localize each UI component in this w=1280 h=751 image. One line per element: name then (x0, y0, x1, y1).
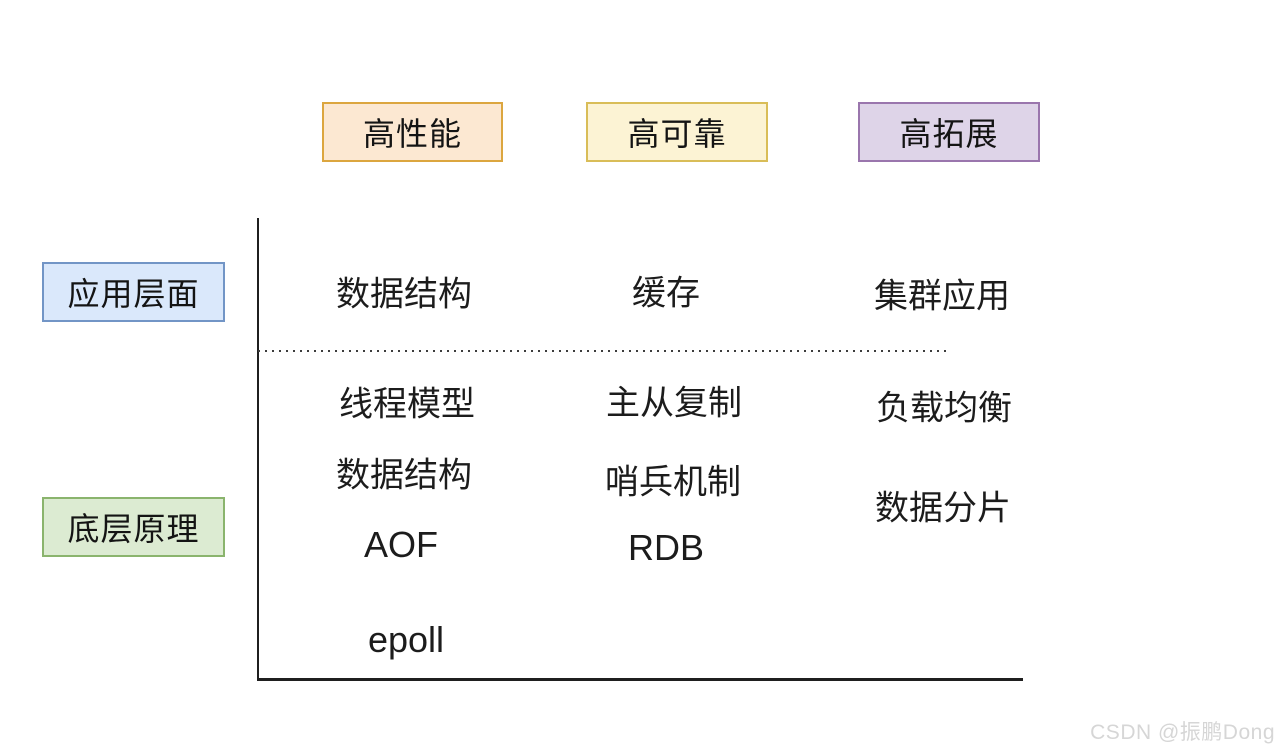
cell-app-cache: 缓存 (632, 274, 700, 313)
column-tag-label: 高拓展 (899, 116, 999, 152)
cell-app-data-structure: 数据结构 (336, 275, 472, 314)
cell-thread-model: 线程模型 (339, 385, 475, 424)
column-tag-high-performance: 高性能 (322, 102, 503, 162)
layer-divider-dotted-line (258, 350, 950, 352)
cell-sentinel-mechanism: 哨兵机制 (605, 463, 741, 502)
cell-epoll: epoll (367, 619, 445, 660)
cell-data-structure: 数据结构 (336, 456, 472, 495)
bottom-axis-line (257, 678, 1023, 681)
column-tag-label: 高可靠 (627, 116, 727, 152)
row-tag-application-layer: 应用层面 (42, 262, 225, 322)
cell-aof: AOF (363, 524, 439, 565)
cell-master-slave-repl: 主从复制 (606, 384, 742, 423)
column-tag-label: 高性能 (362, 116, 462, 152)
csdn-watermark: CSDN @振鹏Dong (1090, 721, 1275, 744)
cell-app-cluster: 集群应用 (874, 277, 1010, 316)
row-tag-label: 底层原理 (67, 511, 200, 547)
column-tag-high-scalability: 高拓展 (858, 102, 1040, 162)
vertical-axis-line (257, 218, 259, 680)
cell-data-sharding: 数据分片 (875, 489, 1011, 528)
column-tag-high-reliability: 高可靠 (586, 102, 768, 162)
row-tag-label: 应用层面 (67, 276, 200, 312)
row-tag-underlying-principle: 底层原理 (42, 497, 225, 557)
cell-load-balancing: 负载均衡 (876, 389, 1012, 428)
cell-rdb: RDB (627, 527, 705, 568)
